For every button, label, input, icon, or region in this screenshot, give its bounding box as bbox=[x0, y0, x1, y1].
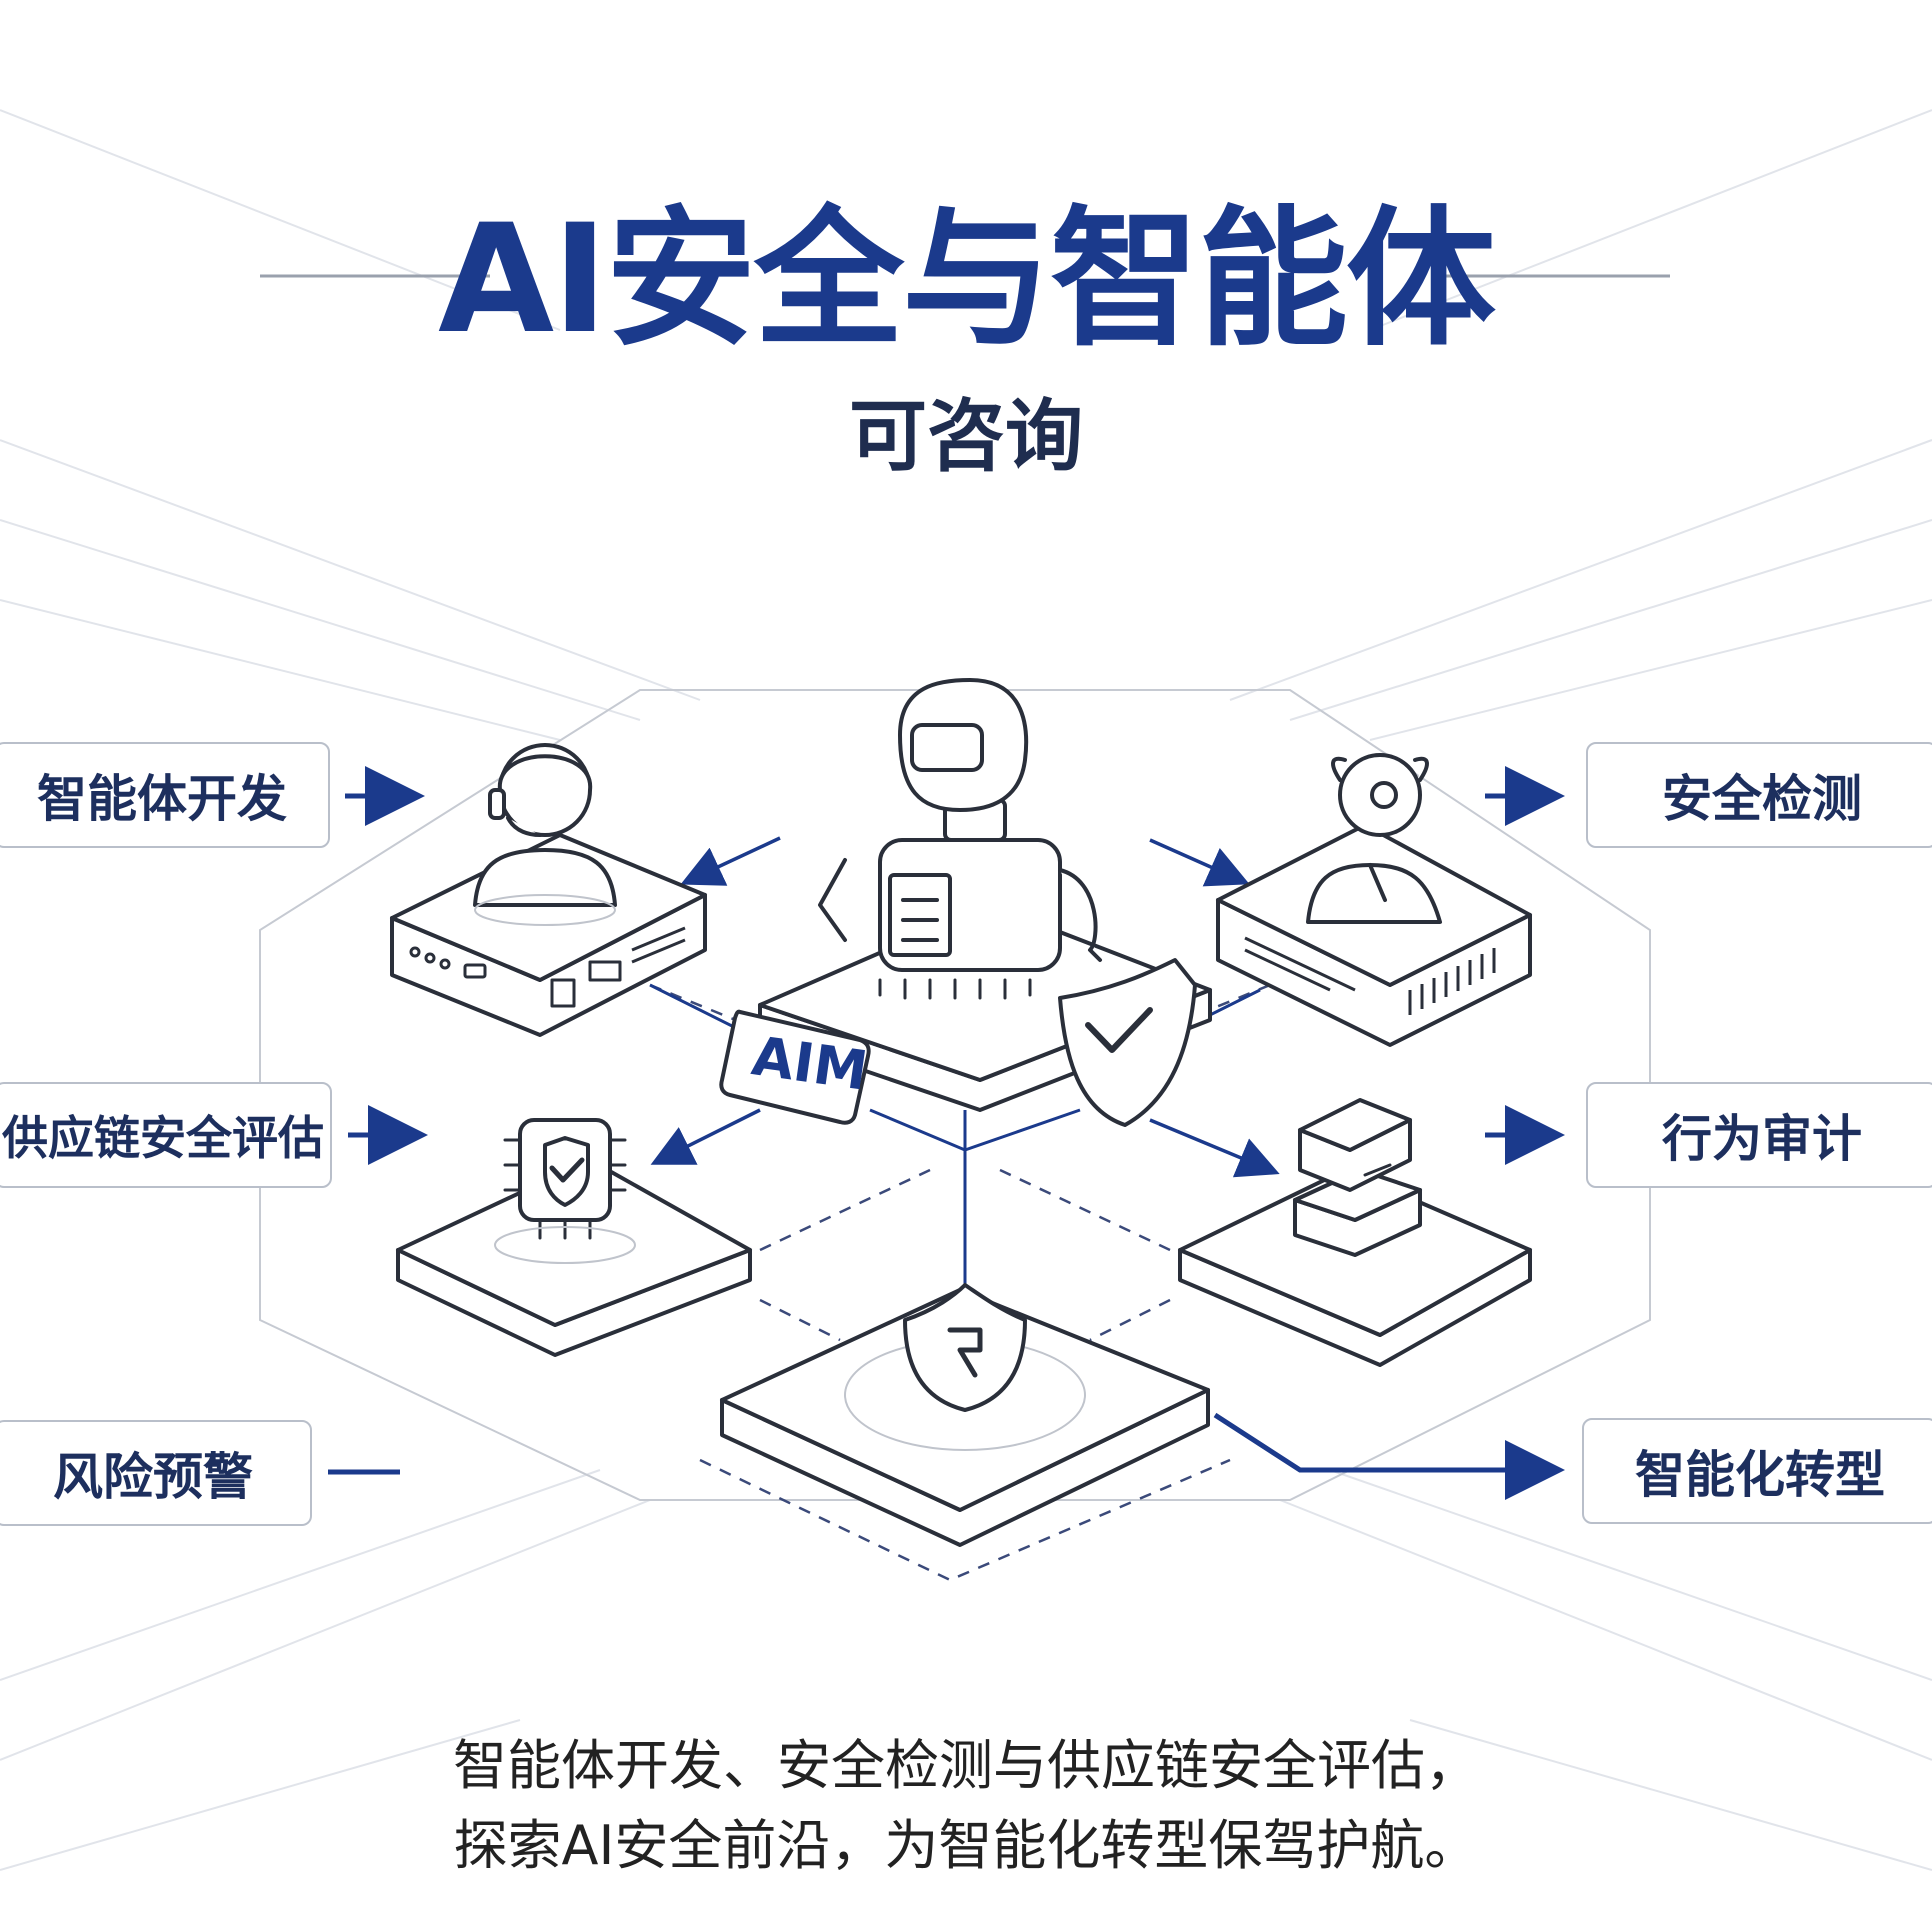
external-arrows bbox=[328, 766, 1565, 1500]
label-supply-chain-assessment: 供应链安全评估 bbox=[0, 1082, 332, 1188]
page-title: AI安全与智能体 bbox=[438, 193, 1496, 367]
label-intelligent-transformation: 智能化转型 bbox=[1582, 1418, 1932, 1524]
device-top-right bbox=[1216, 823, 1532, 1047]
shield-key-icon bbox=[903, 1283, 1027, 1412]
label-behavior-audit: 行为审计 bbox=[1586, 1082, 1932, 1188]
caption-line-2: 探索AI安全前沿，为智能化转型保驾护航。 bbox=[453, 1814, 1479, 1877]
label-agent-development: 智能体开发 bbox=[0, 742, 330, 848]
box-stack-icon bbox=[1293, 1098, 1422, 1257]
platform-middle-left bbox=[396, 1158, 752, 1357]
robot-icon bbox=[818, 678, 1102, 1000]
label-risk-warning: 风险预警 bbox=[0, 1420, 312, 1526]
hexagon-frame bbox=[259, 689, 1651, 1501]
caption-line-1: 智能体开发、安全检测与供应链安全评估， bbox=[453, 1734, 1479, 1797]
headset-person-icon bbox=[473, 743, 617, 926]
chip-shield-icon bbox=[494, 1118, 636, 1264]
background-perspective-lines bbox=[0, 109, 1932, 1871]
shield-check-icon bbox=[1058, 958, 1197, 1127]
aim-badge bbox=[719, 1009, 871, 1125]
page-subtitle: 可咨询 bbox=[848, 392, 1083, 482]
technician-person-icon bbox=[1306, 753, 1442, 924]
label-security-testing: 安全检测 bbox=[1586, 742, 1932, 848]
internal-arrows bbox=[650, 836, 1280, 1178]
